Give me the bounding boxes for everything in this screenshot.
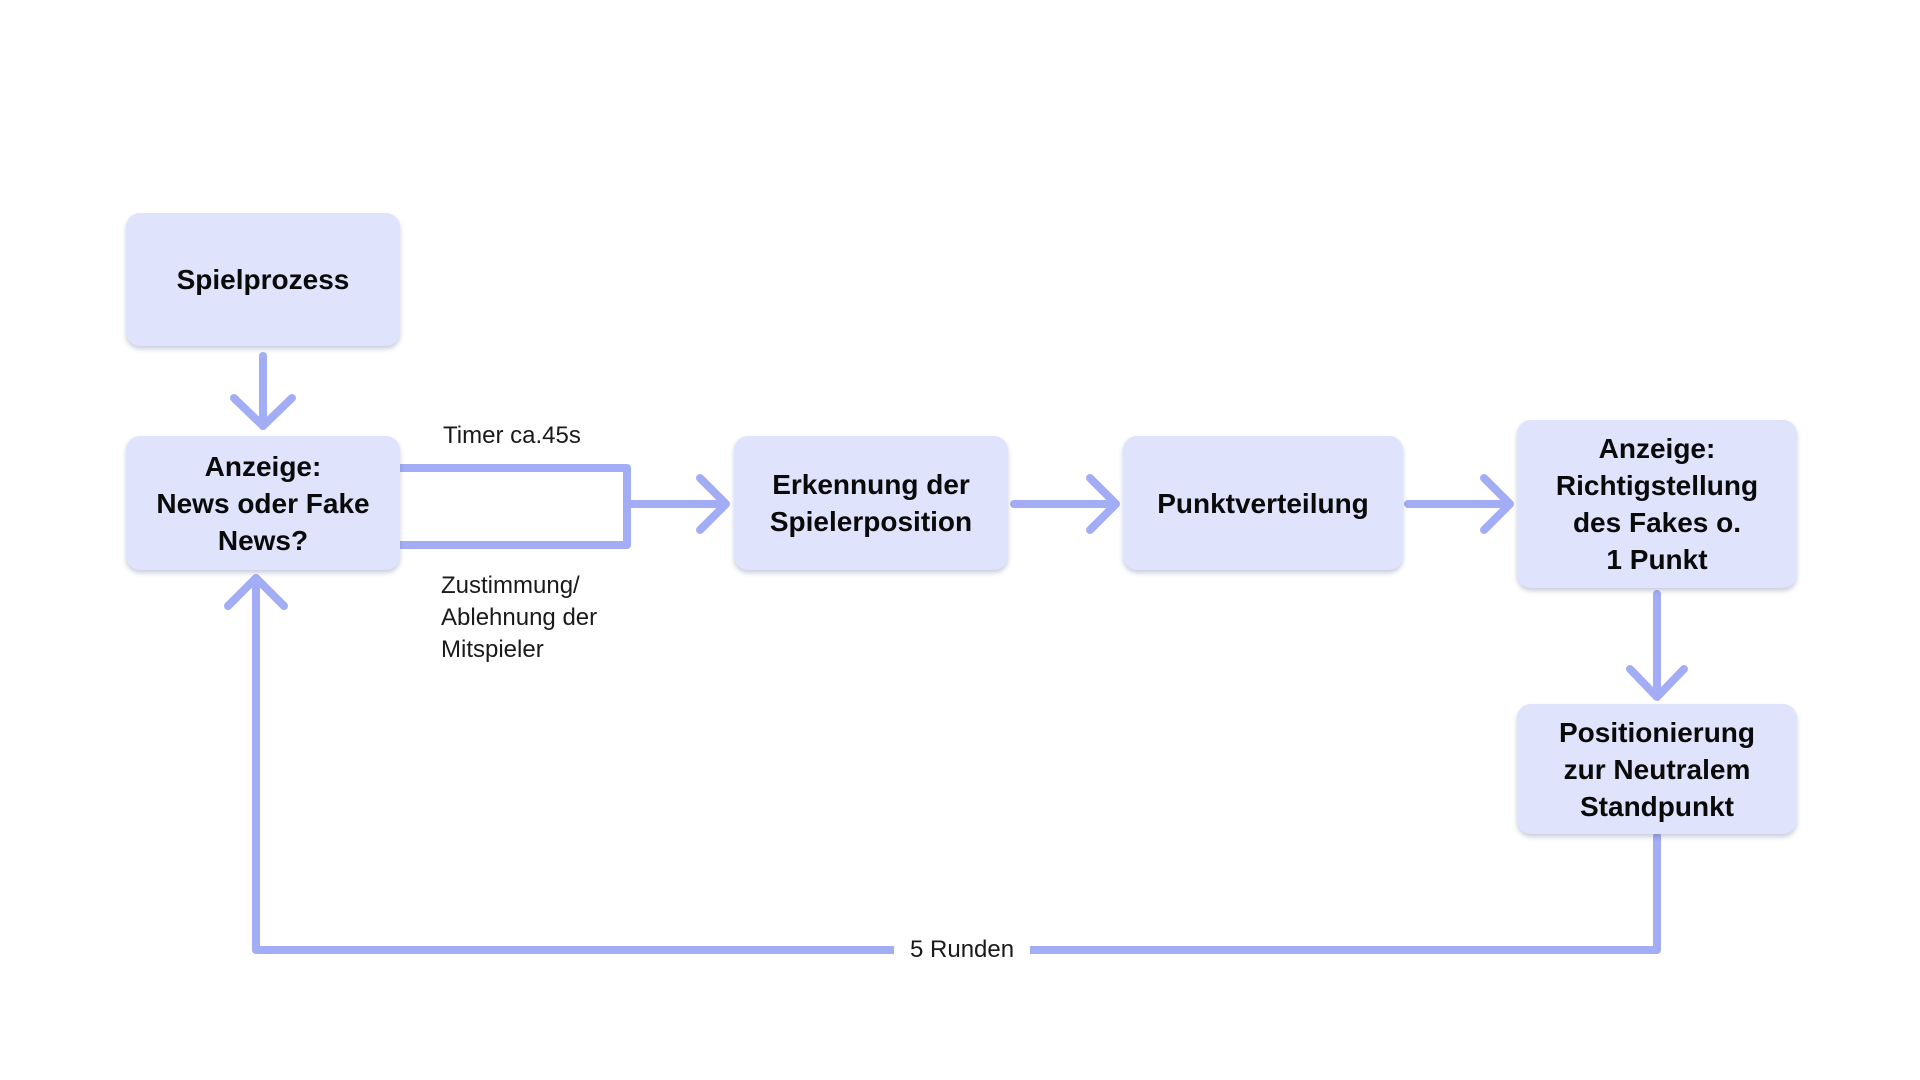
label-vote: Zustimmung/ Ablehnung der Mitspieler [441,572,598,663]
label-timer: Timer ca.45s [443,422,581,449]
connector-timer-branch [396,464,631,549]
label-rounds: 5 Runden [894,934,1031,966]
node-display-correction: Anzeige: Richtigstellung des Fakes o. 1 … [1517,420,1797,588]
node-point-distribution: Punktverteilung [1123,436,1403,570]
arrowhead-merge-to-detect [696,474,730,534]
arrowhead-loop-back [224,574,288,610]
node-player-detection: Erkennung der Spielerposition [734,436,1008,570]
node-neutral-positioning: Positionierung zur Neutralem Standpunkt [1517,704,1797,834]
node-display-news: Anzeige: News oder Fake News? [126,436,400,570]
arrowhead-correct-to-position [1626,665,1688,701]
arrowhead-start-to-display [230,394,296,430]
node-spielprozess: Spielprozess [126,213,400,346]
arrowhead-detect-to-points [1086,474,1120,534]
arrowhead-points-to-correct [1480,474,1514,534]
